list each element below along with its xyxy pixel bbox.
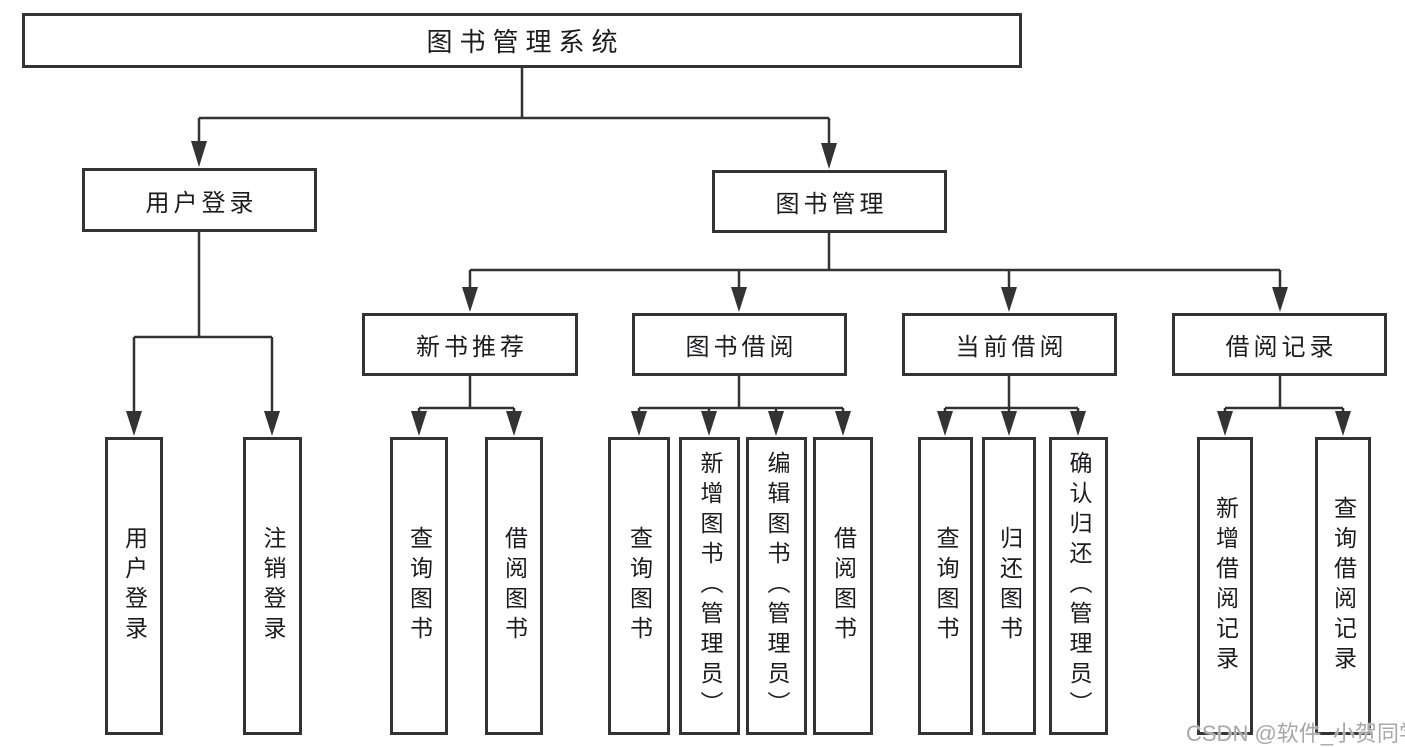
node-borrowing-records: 借阅记录 xyxy=(1172,313,1387,376)
node-library-management-system: 图书管理系统 xyxy=(22,13,1022,68)
node-label: 借阅记录 xyxy=(1225,334,1338,361)
node-book-borrowing: 图书借阅 xyxy=(632,313,847,376)
leaf-logout: 注销登录 xyxy=(243,437,302,735)
leaf-label: 注销登录 xyxy=(260,526,286,646)
node-new-book-recommendation: 新书推荐 xyxy=(362,313,578,376)
leaf-query-books: 查询图书 xyxy=(390,437,448,735)
leaf-label: 查询图书 xyxy=(406,526,433,646)
leaf-edit-book-admin: 编辑图书（管理员） xyxy=(746,437,807,735)
leaf-add-borrowing-record: 新增借阅记录 xyxy=(1197,437,1253,735)
leaf-return-books: 归还图书 xyxy=(982,437,1036,735)
node-label: 当前借阅 xyxy=(955,334,1068,361)
node-label: 用户登录 xyxy=(145,189,258,217)
leaf-label: 查询借阅记录 xyxy=(1330,496,1357,676)
leaf-query-books: 查询图书 xyxy=(608,437,670,735)
leaf-query-books: 查询图书 xyxy=(918,437,973,735)
node-user-login: 用户登录 xyxy=(82,168,317,232)
csdn-watermark: CSDN @软件_小贺同学 xyxy=(1186,721,1405,746)
node-label: 新书推荐 xyxy=(416,334,528,361)
node-current-borrowing: 当前借阅 xyxy=(902,313,1117,376)
arrowheads xyxy=(126,141,1351,436)
leaf-label: 新增借阅记录 xyxy=(1212,496,1239,676)
leaf-label: 借阅图书 xyxy=(501,526,528,646)
leaf-label: 查询图书 xyxy=(933,526,959,646)
leaf-borrow-books: 借阅图书 xyxy=(485,437,543,735)
leaf-label: 新增图书（管理员） xyxy=(697,451,723,721)
leaf-label: 归还图书 xyxy=(996,526,1023,646)
leaf-label: 查询图书 xyxy=(626,526,653,646)
leaf-label: 确认归还（管理员） xyxy=(1066,451,1092,721)
leaf-user-login: 用户登录 xyxy=(105,437,163,735)
leaf-label: 编辑图书（管理员） xyxy=(764,451,790,721)
leaf-confirm-return-admin: 确认归还（管理员） xyxy=(1049,437,1108,735)
node-label: 图书管理系统 xyxy=(426,27,625,57)
node-book-management: 图书管理 xyxy=(712,170,947,233)
leaf-label: 用户登录 xyxy=(121,526,148,646)
leaf-borrow-books: 借阅图书 xyxy=(813,437,873,735)
node-label: 图书管理 xyxy=(775,191,888,218)
leaf-query-borrowing-record: 查询借阅记录 xyxy=(1315,437,1371,735)
node-label: 图书借阅 xyxy=(685,334,798,361)
leaf-add-book-admin: 新增图书（管理员） xyxy=(679,437,740,735)
leaf-label: 借阅图书 xyxy=(830,526,857,646)
